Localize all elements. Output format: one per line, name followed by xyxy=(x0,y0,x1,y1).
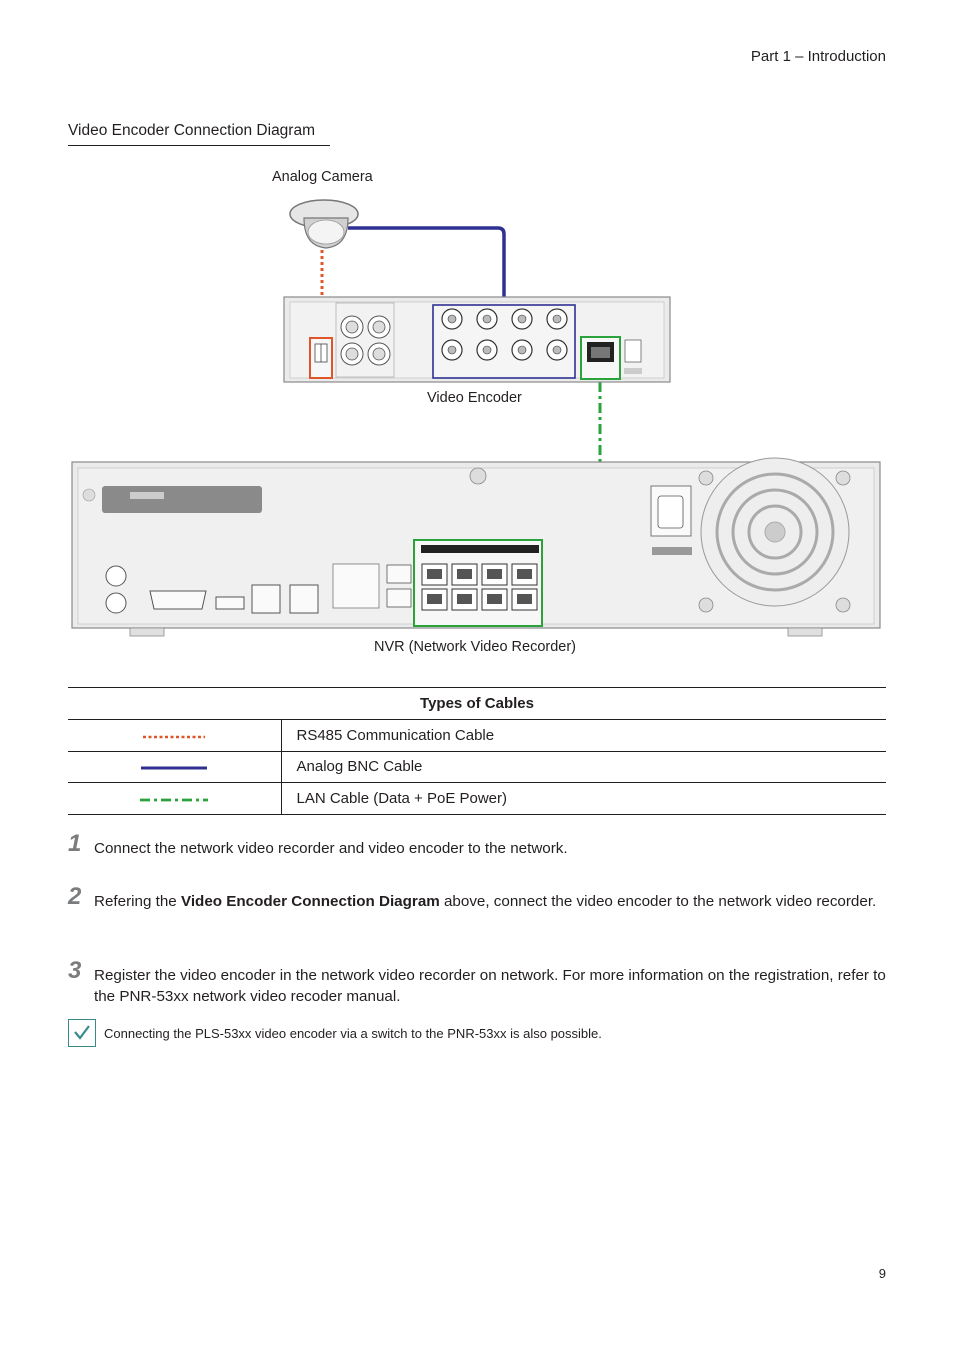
rs485-line-swatch xyxy=(143,735,206,739)
part-header: Part 1 – Introduction xyxy=(750,48,886,65)
bnc-line-swatch xyxy=(141,766,208,770)
step-text: Register the video encoder in the networ… xyxy=(94,967,886,1005)
step-3: 3 Register the video encoder in the netw… xyxy=(68,959,886,1007)
diagram-drawing xyxy=(71,199,881,637)
camera-label: Analog Camera xyxy=(272,169,373,185)
step-number: 1 xyxy=(68,830,82,857)
cable-table-header: Types of Cables xyxy=(68,687,886,720)
step-number: 2 xyxy=(68,883,82,910)
step-text-bold: Video Encoder Connection Diagram xyxy=(180,893,440,910)
cable-label-bnc: Analog BNC Cable xyxy=(281,751,886,783)
fan-grille-icon xyxy=(698,457,851,613)
page-number: 9 xyxy=(878,1266,886,1281)
section-title: Video Encoder Connection Diagram xyxy=(68,122,330,146)
analog-camera-icon xyxy=(289,199,359,249)
checkmark-icon xyxy=(68,1019,96,1047)
step-2: 2 Refering the Video Encoder Connection … xyxy=(68,885,886,912)
table-row: Analog BNC Cable xyxy=(68,751,886,783)
step-1: 1 Connect the network video recorder and… xyxy=(68,832,886,859)
nvr-device xyxy=(71,457,881,637)
connection-diagram: Analog Camera Video Encoder NVR (Network… xyxy=(71,169,881,655)
table-row: RS485 Communication Cable xyxy=(68,719,886,752)
cable-label-lan: LAN Cable (Data + PoE Power) xyxy=(281,782,886,815)
step-number: 3 xyxy=(68,957,82,984)
bnc-cable xyxy=(348,226,506,304)
note-text: Connecting the PLS-53xx video encoder vi… xyxy=(104,1026,602,1041)
video-encoder-device xyxy=(283,296,671,383)
step-text-pre: Refering the xyxy=(94,893,181,910)
step-text-post: above, connect the video encoder to the … xyxy=(439,893,877,910)
encoder-label: Video Encoder xyxy=(427,390,522,406)
table-row: LAN Cable (Data + PoE Power) xyxy=(68,782,886,815)
nvr-label: NVR (Network Video Recorder) xyxy=(374,639,576,655)
cable-types-table: Types of Cables RS485 Communication Cabl… xyxy=(68,687,886,815)
cable-label-rs485: RS485 Communication Cable xyxy=(281,719,886,752)
lan-line-swatch xyxy=(140,798,209,802)
step-text: Connect the network video recorder and v… xyxy=(94,840,568,857)
step-text: Refering the Video Encoder Connection Di… xyxy=(94,891,886,912)
